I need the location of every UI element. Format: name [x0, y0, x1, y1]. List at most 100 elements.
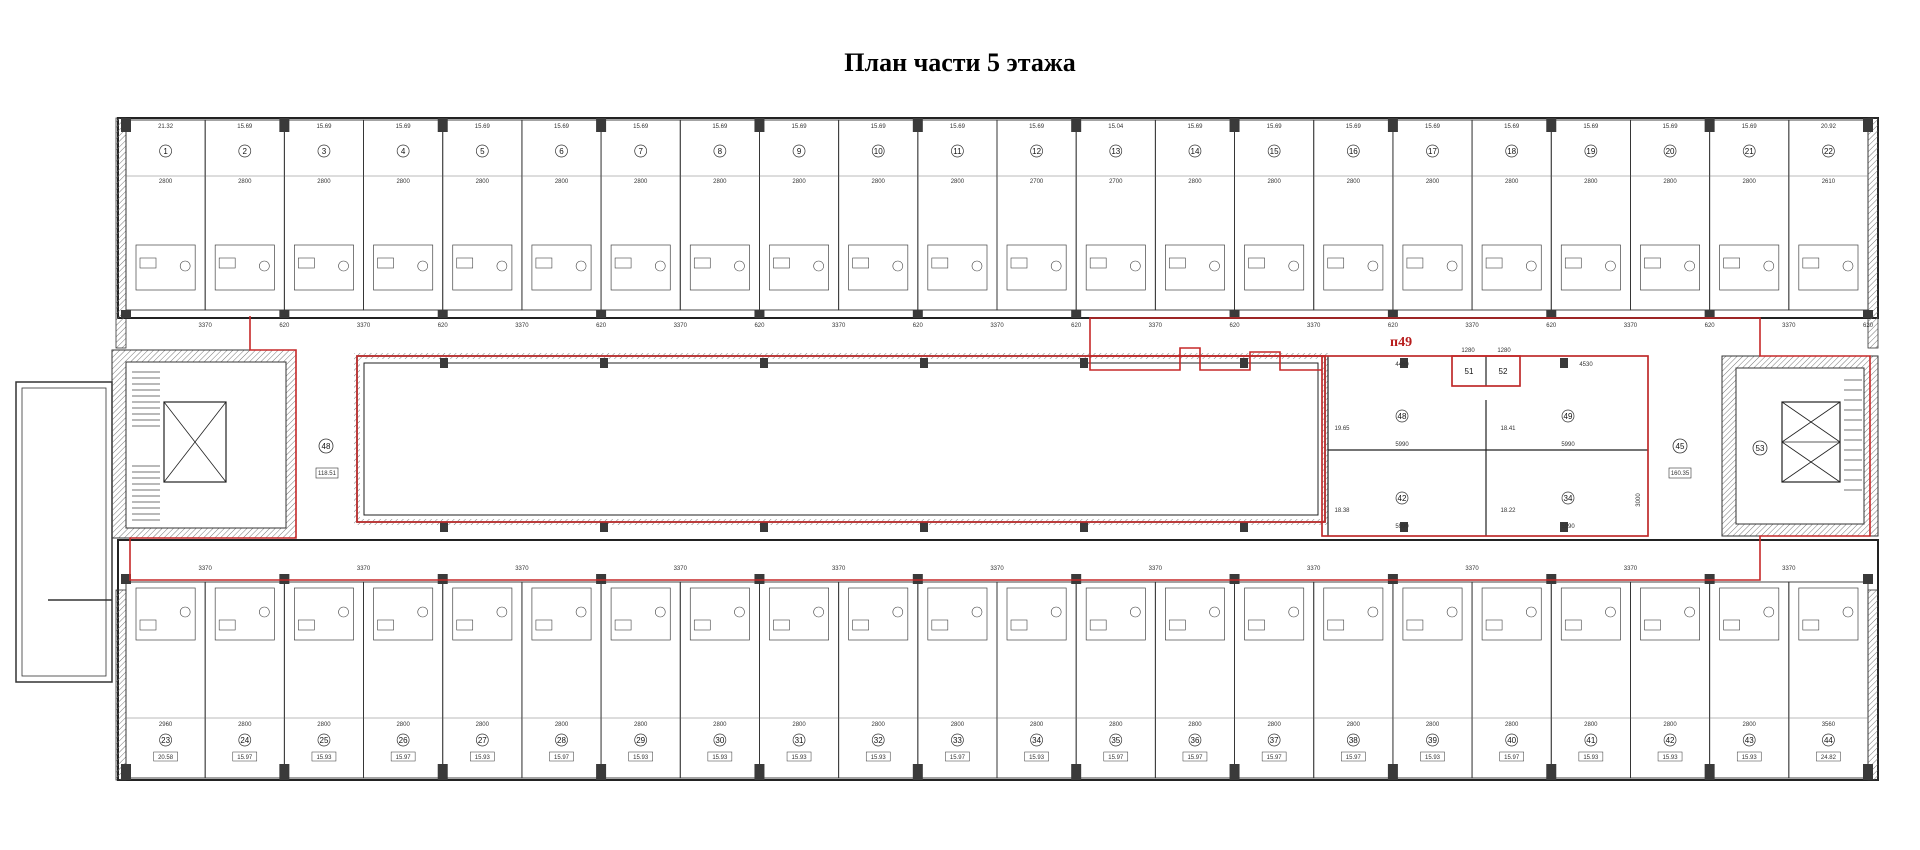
office-room-number: 42: [1398, 494, 1407, 503]
top-room-dim: 2800: [159, 179, 173, 185]
bottom-room-area: 15.93: [633, 755, 649, 761]
office-dim-depth: 3000: [1636, 493, 1642, 507]
bottom-room-toilet: [1130, 606, 1141, 618]
top-room-area: 15.69: [1583, 124, 1599, 130]
bottom-room-area-box: [1103, 751, 1129, 762]
bottom-room-outline: [759, 581, 840, 779]
bottom-room-number: 35: [1111, 736, 1120, 745]
bottom-room-bathroom: [1560, 587, 1621, 641]
top-room-number-circle: [1584, 144, 1598, 158]
highlight-notch-1: [1089, 347, 1322, 371]
column-corridor-top: [1863, 310, 1873, 318]
bottom-room-sink: [852, 619, 869, 631]
top-room-toilet: [734, 260, 745, 272]
bottom-room-area-box: [232, 751, 258, 762]
bottom-room-sink: [931, 619, 949, 631]
bottom-room-number: 32: [874, 736, 883, 745]
top-room-number: 12: [1032, 147, 1041, 156]
balcony-frame: [15, 381, 113, 683]
atrium-inner: [363, 362, 1319, 516]
top-room-dim: 2800: [951, 179, 965, 185]
bottom-room-outline: [1550, 581, 1631, 779]
column-corridor-bottom: [1704, 574, 1715, 584]
corridor-dim-bottom: 3370: [832, 566, 846, 572]
corridor-dim-bottom: 3370: [1465, 566, 1479, 572]
column-bottom: [1704, 764, 1715, 780]
office-block-outline: [1321, 355, 1649, 537]
bottom-room-dim: 2800: [396, 722, 410, 728]
top-room-toilet: [259, 260, 270, 272]
top-room-toilet: [179, 260, 191, 272]
top-room-bathroom: [1798, 244, 1859, 291]
bottom-room-area: 15.93: [1583, 755, 1599, 761]
top-room-area: 21.32: [158, 124, 174, 130]
bottom-room-area-box: [1499, 751, 1524, 762]
bottom-room-number-circle: [792, 733, 806, 747]
bottom-room-outline: [600, 581, 681, 779]
top-room-dim: 2800: [792, 179, 806, 185]
bottom-room-bathroom: [610, 587, 671, 641]
bottom-room-toilet: [1050, 606, 1062, 618]
bottom-room-number: 37: [1270, 736, 1279, 745]
bottom-room-area-box: [1816, 751, 1841, 762]
bottom-room-number-circle: [317, 733, 331, 747]
bottom-room-area: 15.97: [554, 755, 570, 761]
column-corridor-bottom: [121, 574, 131, 584]
bottom-room-area: 15.97: [950, 755, 966, 761]
top-room-toilet: [1525, 260, 1537, 272]
bottom-room-sink: [773, 619, 790, 631]
bottom-room-toilet: [575, 606, 587, 618]
top-room-sink: [614, 257, 632, 269]
corridor-right-label: 45: [1676, 442, 1685, 451]
bottom-room-outline: [679, 581, 760, 779]
top-room-bathroom: [848, 244, 909, 291]
bottom-room-dim: 2800: [1347, 722, 1361, 728]
bottom-room-area: 15.97: [1187, 755, 1203, 761]
column-atrium-bottom: [440, 522, 448, 532]
office-room-dim: 5990: [1561, 442, 1575, 448]
top-room-sink: [1723, 257, 1740, 269]
bottom-room-bathroom: [214, 587, 275, 641]
column-atrium-top: [600, 358, 608, 368]
bottom-room-number-circle: [1267, 733, 1281, 747]
top-room-number-circle: [475, 144, 489, 158]
top-room-bathroom: [927, 244, 988, 291]
top-room-dim: 2800: [1505, 179, 1519, 185]
column-corridor-bottom: [1546, 574, 1557, 584]
column-corridor-top: [1704, 310, 1715, 318]
corridor-dim-bottom: 3370: [199, 566, 213, 572]
bottom-room-bathroom: [689, 587, 750, 641]
highlight-atrium: [356, 355, 1326, 523]
column-atrium-top: [760, 358, 768, 368]
top-room-number: 4: [401, 147, 406, 156]
top-room-toilet: [1367, 260, 1379, 272]
bottom-room-number-circle: [1822, 733, 1835, 747]
office-dim-w1: 1280: [1461, 348, 1475, 354]
corridor-pier-dim: 620: [754, 323, 765, 329]
bottom-room-area-box: [786, 751, 812, 762]
office-room-number-circle: [1395, 491, 1409, 505]
top-room-area: 20.92: [1821, 124, 1837, 130]
bottom-room-number: 38: [1349, 736, 1358, 745]
bottom-room-dim: 2800: [951, 722, 965, 728]
top-room-bathroom: [1085, 244, 1146, 291]
bottom-room-area: 15.97: [1346, 755, 1362, 761]
top-room-area: 15.69: [1425, 124, 1441, 130]
elevator-cross-right-2: [1781, 401, 1841, 443]
office-wc-label-1: 51: [1465, 367, 1474, 376]
bottom-room-number: 40: [1507, 736, 1516, 745]
bottom-room-sink: [218, 619, 236, 631]
corridor-dim-top: 3370: [199, 323, 213, 329]
bottom-room-sink: [1169, 619, 1186, 631]
top-room-sink: [377, 257, 394, 269]
top-room-number: 11: [953, 147, 962, 156]
highlight-office: [1321, 355, 1649, 537]
office-room-number: 34: [1564, 494, 1573, 503]
